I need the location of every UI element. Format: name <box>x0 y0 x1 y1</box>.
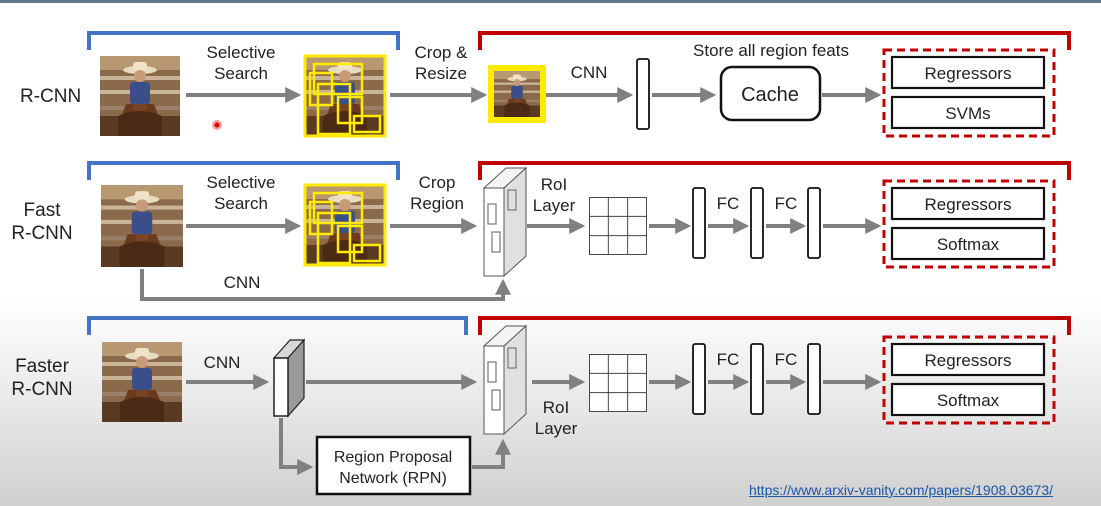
roi-pool-grid <box>589 197 647 255</box>
cnn-label: CNN <box>204 353 241 372</box>
faster-rcnn-row: Faster R-CNN CNN Region Proposal Network… <box>11 316 1071 496</box>
region-proposal-bracket <box>87 31 400 50</box>
regressors-box <box>890 186 1046 221</box>
selective-search-label-1: Selective <box>207 173 276 192</box>
rcnn-row: R-CNN Selective Search Crop & Resize CNN… <box>20 31 1071 138</box>
source-link[interactable]: https://www.arxiv-vanity.com/papers/1908… <box>749 482 1054 498</box>
cache-label: Cache <box>741 84 799 106</box>
roi-pool-grid <box>589 354 647 412</box>
crop-region-label-1: Crop <box>419 173 456 192</box>
faster-title-2: R-CNN <box>11 379 72 400</box>
svms-label: SVMs <box>945 104 990 123</box>
selective-search-label-1: Selective <box>207 43 276 62</box>
conv-feature-map <box>272 338 306 418</box>
region-proposal-bracket <box>87 316 468 335</box>
softmax-box <box>890 382 1046 417</box>
conv-feature-map <box>482 166 528 278</box>
regressors-label: Regressors <box>925 64 1012 83</box>
per-image-bracket <box>478 316 1071 335</box>
regressors-box <box>890 342 1046 377</box>
proposals-image <box>303 183 387 267</box>
svms-box <box>890 95 1046 130</box>
proposals-image <box>303 54 387 138</box>
softmax-label: Softmax <box>937 235 1000 254</box>
rpn-label-1: Region Proposal <box>334 449 452 466</box>
fast-title-2: R-CNN <box>11 223 72 244</box>
roi-label-1: RoI <box>543 398 569 417</box>
cropped-region-image <box>494 71 540 117</box>
fc1-label: FC <box>717 194 740 213</box>
faster-title-1: Faster <box>15 356 70 377</box>
fast-title-1: Fast <box>24 200 62 221</box>
roi-label-2: Layer <box>533 196 576 215</box>
fc-vector <box>807 343 821 415</box>
fc-vector <box>750 343 764 415</box>
rpn-label-2: Network (RPN) <box>339 470 447 487</box>
regressors-box <box>890 55 1046 90</box>
conv-feature-map <box>482 324 528 436</box>
rcnn-title: R-CNN <box>20 86 81 107</box>
fc2-label: FC <box>775 194 798 213</box>
rpn-box <box>315 435 472 496</box>
crop-resize-label-2: Resize <box>415 64 467 83</box>
fc1-label: FC <box>717 350 740 369</box>
per-region-bracket <box>478 31 1071 50</box>
cnn-label: CNN <box>224 273 261 292</box>
input-image <box>100 56 180 136</box>
crop-region-label-2: Region <box>410 194 464 213</box>
selective-search-label-2: Search <box>214 194 268 213</box>
selective-search-label-2: Search <box>214 64 268 83</box>
store-feats-label: Store all region feats <box>693 41 849 60</box>
roi-label-2: Layer <box>535 419 578 438</box>
region-proposal-bracket <box>87 161 400 180</box>
feature-vector <box>636 58 650 130</box>
cnn-label: CNN <box>571 63 608 82</box>
fc2-label: FC <box>775 350 798 369</box>
per-image-bracket <box>478 161 1071 180</box>
crop-resize-label-1: Crop & <box>415 43 469 62</box>
fast-rcnn-row: Fast R-CNN Selective Search Crop Region <box>11 161 1071 301</box>
roi-label-1: RoI <box>541 175 567 194</box>
heads-dashed-box <box>882 48 1056 138</box>
heads-dashed-box <box>882 335 1056 425</box>
regressors-label: Regressors <box>925 351 1012 370</box>
heads-dashed-box <box>882 179 1056 269</box>
top-rule <box>0 0 1101 3</box>
softmax-box <box>890 226 1046 261</box>
fc-vector <box>692 187 706 259</box>
fc-vector <box>692 343 706 415</box>
cache-box <box>719 65 822 122</box>
regressors-label: Regressors <box>925 195 1012 214</box>
fc-vector <box>807 187 821 259</box>
softmax-label: Softmax <box>937 391 1000 410</box>
input-image <box>101 185 183 267</box>
fc-vector <box>750 187 764 259</box>
input-image <box>102 342 182 422</box>
